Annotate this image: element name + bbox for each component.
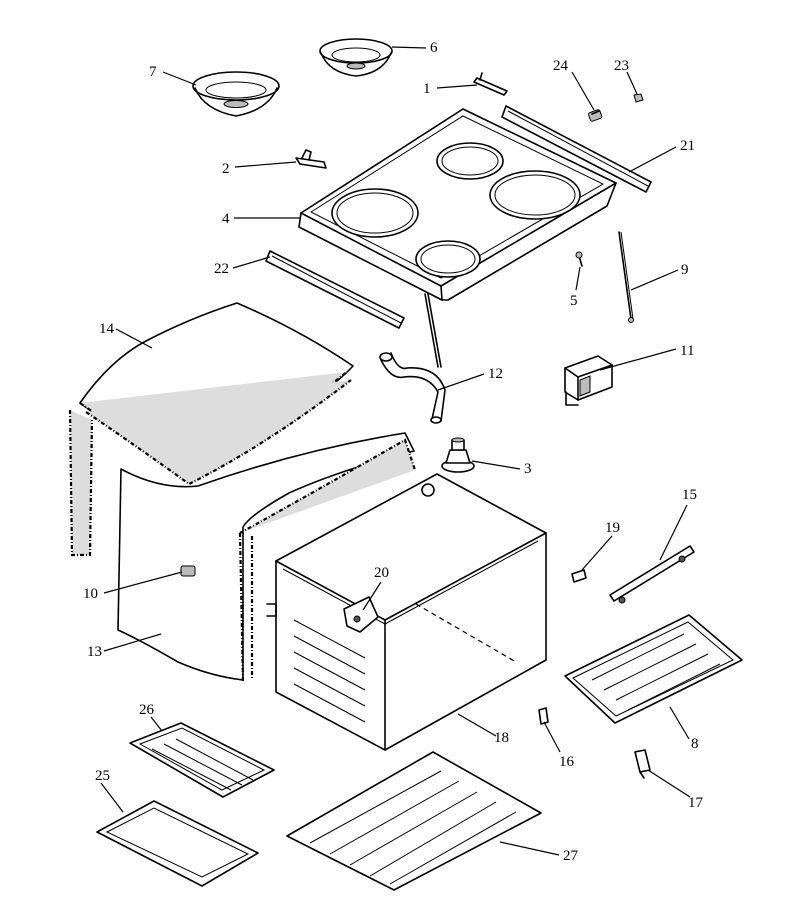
broiler-grid xyxy=(129,722,275,798)
bracket-part xyxy=(295,149,327,169)
callout-24: 24 xyxy=(553,58,569,74)
callout-22: 22 xyxy=(214,261,229,277)
drip-bowl-large xyxy=(192,71,280,117)
clip-part xyxy=(473,72,508,96)
terminal-block xyxy=(564,355,613,406)
insulation-wrap xyxy=(117,432,417,683)
clip-part-16 xyxy=(538,707,549,725)
small-clip-part xyxy=(571,569,587,583)
callout-10: 10 xyxy=(83,586,98,602)
callout-6: 6 xyxy=(430,40,438,56)
callout-7: 7 xyxy=(149,64,157,80)
callout-16: 16 xyxy=(559,754,575,770)
insulation-clip xyxy=(180,565,196,577)
callout-4: 4 xyxy=(222,211,230,227)
right-trim-strip xyxy=(501,105,652,193)
callout-21: 21 xyxy=(680,138,695,154)
broiler-pan xyxy=(96,800,259,887)
oven-liner xyxy=(266,473,547,751)
callout-26: 26 xyxy=(139,702,155,718)
callout-3: 3 xyxy=(524,461,532,477)
vent-tube xyxy=(379,352,446,424)
callout-5: 5 xyxy=(570,293,578,309)
nut-part xyxy=(633,93,644,103)
drip-bowl-small xyxy=(319,38,393,77)
callout-25: 25 xyxy=(95,768,110,784)
hinge-clip xyxy=(634,749,651,779)
leader-lines xyxy=(100,46,691,856)
callout-18: 18 xyxy=(494,730,509,746)
callout-27: 27 xyxy=(563,848,579,864)
callout-23: 23 xyxy=(614,58,629,74)
screw-part xyxy=(588,109,603,122)
callout-15: 15 xyxy=(682,487,697,503)
oven-rack xyxy=(286,751,542,891)
cooktop xyxy=(298,108,617,368)
hinge-rod xyxy=(618,231,634,323)
liner-bracket xyxy=(343,596,379,633)
callout-labels: 7 6 1 24 23 2 21 4 22 9 5 14 11 12 3 15 … xyxy=(83,40,704,864)
callout-2: 2 xyxy=(222,161,230,177)
callout-17: 17 xyxy=(688,795,704,811)
callout-13: 13 xyxy=(87,644,102,660)
callout-11: 11 xyxy=(680,343,694,359)
element-bracket xyxy=(609,545,695,604)
bake-element xyxy=(564,614,743,724)
callout-19: 19 xyxy=(605,520,620,536)
callout-8: 8 xyxy=(691,736,699,752)
vent-fitting xyxy=(441,437,475,473)
small-screw-part xyxy=(575,251,583,267)
callout-9: 9 xyxy=(681,262,689,278)
callout-1: 1 xyxy=(423,81,431,97)
callout-20: 20 xyxy=(374,565,389,581)
callout-14: 14 xyxy=(99,321,115,337)
callout-12: 12 xyxy=(488,366,503,382)
